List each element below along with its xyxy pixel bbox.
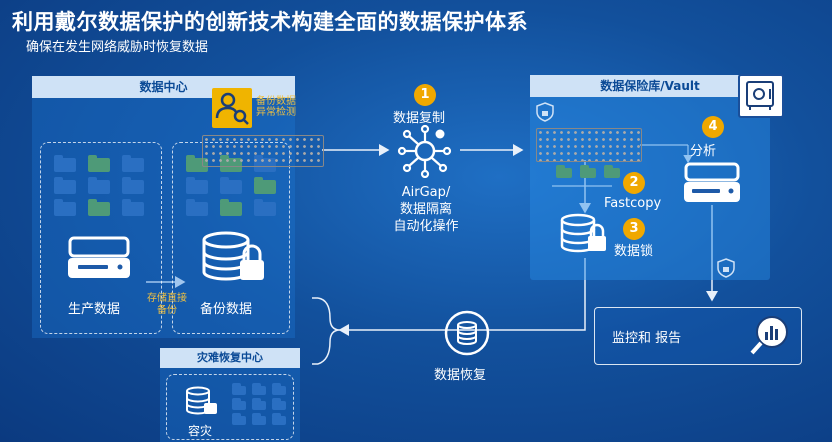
data-lock-label: 数据锁: [614, 244, 654, 259]
folder-icon: [88, 199, 110, 216]
chart-magnifier-icon: [748, 312, 796, 362]
fastcopy-label: Fastcopy: [604, 196, 662, 211]
folder-icon: [88, 155, 110, 172]
folder-icon: [556, 165, 572, 178]
folder-icon: [88, 177, 110, 194]
drc-label: 容灾: [188, 424, 213, 438]
folder-icon: [54, 177, 76, 194]
folder-icon: [122, 155, 144, 172]
server-icon: [682, 162, 742, 208]
folder-icon: [122, 199, 144, 216]
folder-icon: [186, 177, 208, 194]
folder-icon: [254, 199, 276, 216]
folder-icon: [580, 165, 596, 178]
folder-icon: [252, 398, 266, 410]
drc-title: 灾难恢复中心: [160, 348, 300, 368]
shield-icon: [536, 102, 554, 126]
database-lock-icon: [558, 212, 610, 260]
step-2-badge: 2: [623, 172, 645, 194]
backup-appliance-rack: [202, 135, 324, 167]
folder-icon: [232, 413, 246, 425]
drc-folder-grid: [232, 383, 290, 425]
server-icon: [66, 236, 132, 284]
recovery-label: 数据恢复: [434, 368, 487, 383]
folder-icon: [186, 199, 208, 216]
folder-icon: [54, 199, 76, 216]
safe-icon: [738, 74, 784, 118]
folder-icon: [272, 383, 286, 395]
folder-icon: [122, 177, 144, 194]
folder-icon: [254, 177, 276, 194]
folder-icon: [232, 383, 246, 395]
vault-folder-grid: [556, 165, 624, 178]
analysis-label: 分析: [690, 144, 717, 159]
vault-title: 数据保险库/Vault: [530, 75, 770, 97]
storage-direct-backup-label: 存储直接 备份: [147, 293, 187, 316]
database-lock-icon: [200, 230, 270, 290]
page-subtitle: 确保在发生网络威胁时恢复数据: [26, 40, 209, 55]
folder-icon: [220, 199, 242, 216]
folder-icon: [54, 155, 76, 172]
vault-appliance-rack: [536, 128, 642, 162]
backup-label: 备份数据: [200, 302, 253, 317]
user-search-icon: [212, 88, 252, 128]
folder-icon: [272, 413, 286, 425]
datacenter-title: 数据中心: [32, 76, 295, 98]
airgap-label: AirGap/ 数据隔离 自动化操作: [393, 185, 459, 234]
database-lock-icon: [184, 386, 220, 422]
step-1-badge: 1: [414, 84, 436, 106]
step-3-badge: 3: [623, 218, 645, 240]
folder-icon: [220, 177, 242, 194]
folder-icon: [232, 398, 246, 410]
production-label: 生产数据: [68, 302, 121, 317]
replication-label: 数据复制: [393, 111, 446, 126]
network-hub-icon: [396, 124, 454, 182]
folder-icon: [604, 165, 620, 178]
anomaly-detection-label: 备份数据 异常检测: [256, 96, 296, 118]
drc-box: [166, 374, 294, 440]
folder-icon: [252, 413, 266, 425]
database-recovery-icon: [444, 310, 490, 360]
shield-icon: [717, 258, 735, 282]
folder-icon: [272, 398, 286, 410]
production-box: [40, 142, 162, 334]
monitor-report-label: 监控和 报告: [612, 331, 682, 346]
step-4-badge: 4: [702, 116, 724, 138]
page-title: 利用戴尔数据保护的创新技术构建全面的数据保护体系: [12, 10, 528, 34]
production-folder-grid: [54, 155, 150, 216]
folder-icon: [252, 383, 266, 395]
